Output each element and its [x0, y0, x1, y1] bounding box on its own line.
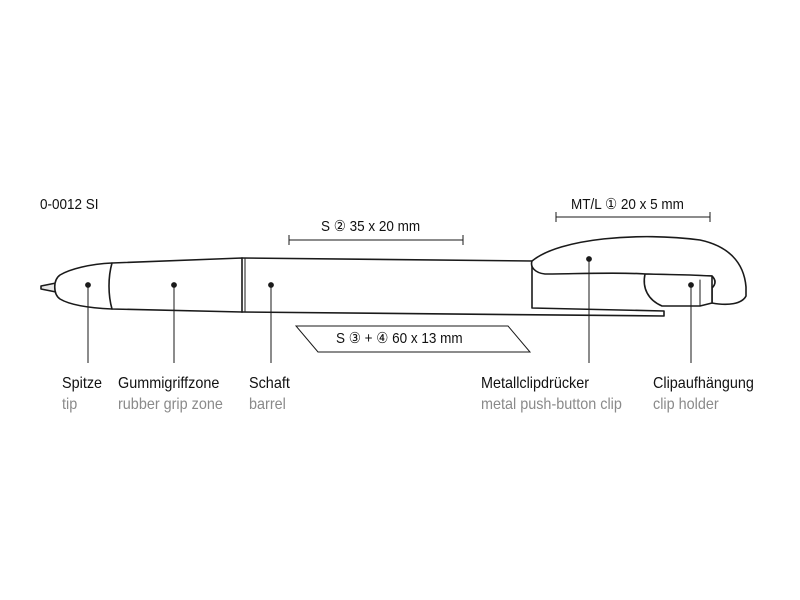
- dimension-clip: [555, 212, 711, 222]
- print-area-clip-label: MT/L ① 20 x 5 mm: [571, 196, 684, 213]
- part-label-barrel: Schaft: [249, 375, 290, 392]
- metal-clip: [530, 235, 747, 306]
- grip-zone: [108, 257, 248, 313]
- part-label-barrel-en: barrel: [249, 396, 286, 413]
- part-label-tip: Spitze: [62, 375, 103, 392]
- print-area-barrel-wrap-label: S ③ + ④ 60 x 13 mm: [336, 330, 463, 347]
- part-label-clip-holder: Clipaufhängung: [653, 375, 754, 392]
- barrel-body: [241, 257, 665, 317]
- leader-dot-grip: [171, 282, 177, 288]
- print-area-barrel-top-label: S ② 35 x 20 mm: [321, 218, 421, 235]
- part-label-grip: Gummigriffzone: [118, 375, 220, 392]
- leader-dot-tip: [85, 282, 91, 288]
- refill-tip: [40, 282, 57, 293]
- leader-dot-barrel: [268, 282, 274, 288]
- clip-holder-shape: [643, 273, 713, 307]
- wrap-area-outline: [294, 325, 532, 353]
- part-label-grip-en: rubber grip zone: [118, 396, 223, 413]
- part-label-clip-holder-en: clip holder: [653, 396, 719, 413]
- leader-dot-clip-holder: [688, 282, 694, 288]
- product-code: 0-0012 SI: [40, 196, 99, 213]
- tip-cone: [53, 262, 113, 310]
- part-label-clip-en: metal push-button clip: [481, 396, 622, 413]
- part-label-tip-en: tip: [62, 396, 78, 413]
- leader-dot-clip: [586, 256, 592, 262]
- part-label-clip: Metallclipdrücker: [481, 375, 590, 392]
- dimension-barrel-top: [288, 235, 464, 245]
